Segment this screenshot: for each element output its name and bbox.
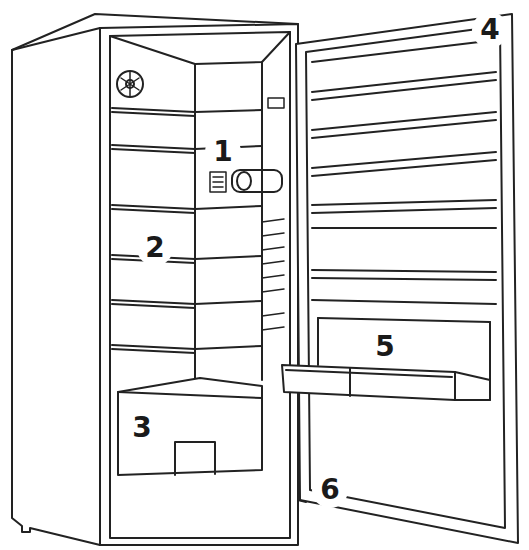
- callout-number: 6: [312, 472, 348, 508]
- callout-number: 1: [205, 134, 241, 170]
- callout-number: 2: [137, 230, 173, 266]
- callout-number: 3: [124, 410, 160, 446]
- callout-number: 5: [367, 329, 403, 365]
- callout-number: 4: [472, 12, 508, 48]
